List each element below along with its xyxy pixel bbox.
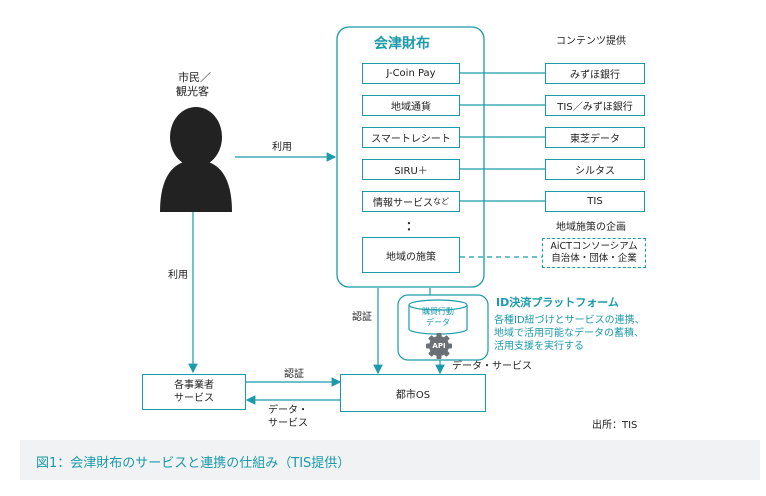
platform-frame bbox=[336, 26, 485, 288]
database-icon bbox=[408, 299, 468, 335]
auth-label-center: 認証 bbox=[352, 312, 372, 323]
api-label: API bbox=[432, 342, 446, 350]
id-platform-desc1: 各種ID紐づけとサービスの連携、 bbox=[494, 315, 645, 326]
user-label-line1: 市民／ bbox=[178, 71, 211, 84]
business-services-box: 各事業者 サービス bbox=[142, 374, 246, 410]
ellipsis: ： bbox=[406, 219, 419, 233]
data-service-left-1: データ・ bbox=[268, 405, 308, 416]
platform-title: 会津財布 bbox=[374, 36, 430, 52]
provider-tis-mizuho: TIS／みずほ銀行 bbox=[545, 95, 645, 116]
business-line2: サービス bbox=[174, 393, 214, 404]
region-planning-line2: 自治体・団体・企業 bbox=[551, 253, 637, 264]
caption-bar bbox=[20, 440, 760, 480]
use-label-top: 利用 bbox=[272, 142, 292, 153]
provider-mizuho: みずほ銀行 bbox=[545, 63, 645, 84]
data-service-left-2: サービス bbox=[268, 418, 308, 429]
city-os-box: 都市OS bbox=[340, 374, 486, 412]
region-planning-header: 地域施策の企画 bbox=[556, 222, 626, 233]
service-local-currency: 地域通貨 bbox=[362, 95, 460, 116]
db-line1: 購買行動 bbox=[422, 307, 454, 316]
region-planning-box: AiCTコンソーシアム 自治体・団体・企業 bbox=[542, 238, 646, 268]
use-label-left: 利用 bbox=[168, 270, 188, 281]
db-line2: データ bbox=[426, 318, 450, 327]
id-platform-desc3: 活用支援を実行する bbox=[494, 341, 584, 352]
id-platform-title: ID決済プラットフォーム bbox=[496, 296, 619, 309]
providers-header: コンテンツ提供 bbox=[556, 36, 626, 47]
service-info: 情報サービスなど bbox=[362, 191, 460, 212]
service-local-policy: 地域の施策 bbox=[362, 237, 460, 273]
service-siru-plus: SIRU＋ bbox=[362, 159, 460, 180]
provider-siltas: シルタス bbox=[545, 159, 645, 180]
source-note: 出所：TIS bbox=[592, 420, 638, 431]
service-smart-receipt: スマートレシート bbox=[362, 127, 460, 148]
data-service-right: データ・サービス bbox=[452, 361, 532, 372]
service-jcoin-pay: J-Coin Pay bbox=[362, 63, 460, 84]
business-line1: 各事業者 bbox=[174, 380, 214, 391]
service-info-label: 情報サービス bbox=[373, 198, 433, 209]
user-label-line2: 観光客 bbox=[176, 85, 209, 98]
id-platform-desc2: 地域で活用可能なデータの蓄積、 bbox=[494, 328, 644, 339]
figure-caption: 図1：会津財布のサービスと連携の仕組み（TIS提供） bbox=[36, 456, 351, 471]
provider-tis: TIS bbox=[545, 191, 645, 212]
region-planning-line1: AiCTコンソーシアム bbox=[550, 241, 638, 252]
service-info-suffix: など bbox=[433, 197, 449, 206]
person-icon bbox=[160, 107, 232, 212]
auth-label-left: 認証 bbox=[284, 369, 304, 380]
provider-toshiba-data: 東芝データ bbox=[545, 127, 645, 148]
api-gear-icon bbox=[426, 333, 452, 359]
